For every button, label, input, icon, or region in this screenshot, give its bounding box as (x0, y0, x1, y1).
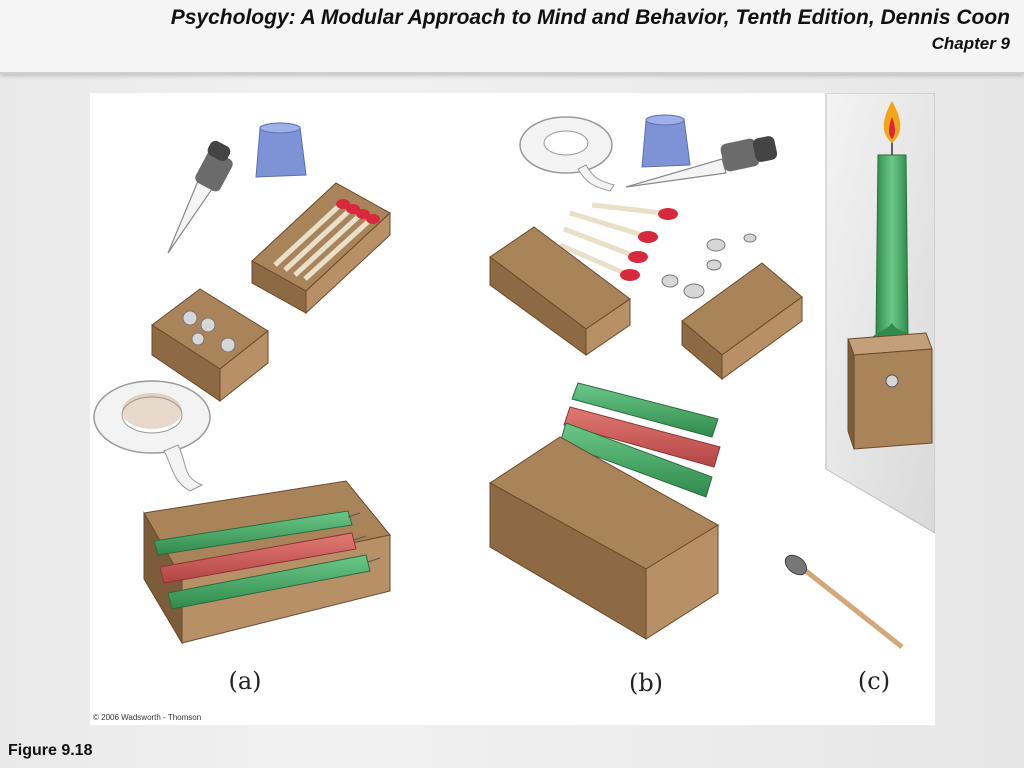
tacked-box-shelf (847, 332, 933, 450)
blue-cap-icon (641, 114, 691, 168)
panel-label-c: (c) (858, 667, 890, 695)
empty-matchbox (489, 226, 631, 356)
tape-roll-icon (519, 116, 615, 192)
figure-caption: Figure 9.18 (8, 742, 93, 759)
tape-roll-icon (93, 380, 211, 492)
dropper-icon (167, 140, 233, 254)
empty-tack-box (681, 262, 803, 381)
scattered-matches (558, 202, 678, 281)
panel-label-b: (b) (629, 669, 663, 697)
chapter-label: Chapter 9 (931, 34, 1010, 53)
matchbox-with-matches (251, 182, 391, 315)
thumbtack-box (151, 288, 269, 403)
slide-header: Psychology: A Modular Approach to Mind a… (0, 0, 1024, 74)
panel-b-objects: (b) (489, 114, 803, 697)
figure-illustration: (a) (90, 93, 935, 725)
loose-candles (559, 382, 721, 498)
thumbtacks (661, 233, 757, 299)
blue-cap-icon (255, 122, 307, 178)
candle-box (143, 480, 391, 645)
slide-title: Psychology: A Modular Approach to Mind a… (170, 6, 1010, 29)
panel-c-objects: (c) (784, 93, 935, 695)
used-match (784, 554, 904, 649)
empty-candle-box (489, 436, 719, 640)
copyright-notice: © 2006 Wadsworth - Thomson (93, 713, 202, 722)
panel-a-objects: (a) (93, 122, 391, 695)
candle-problem-illustration: (a) (93, 93, 935, 697)
panel-label-a: (a) (228, 667, 261, 695)
dropper-icon (625, 136, 778, 188)
